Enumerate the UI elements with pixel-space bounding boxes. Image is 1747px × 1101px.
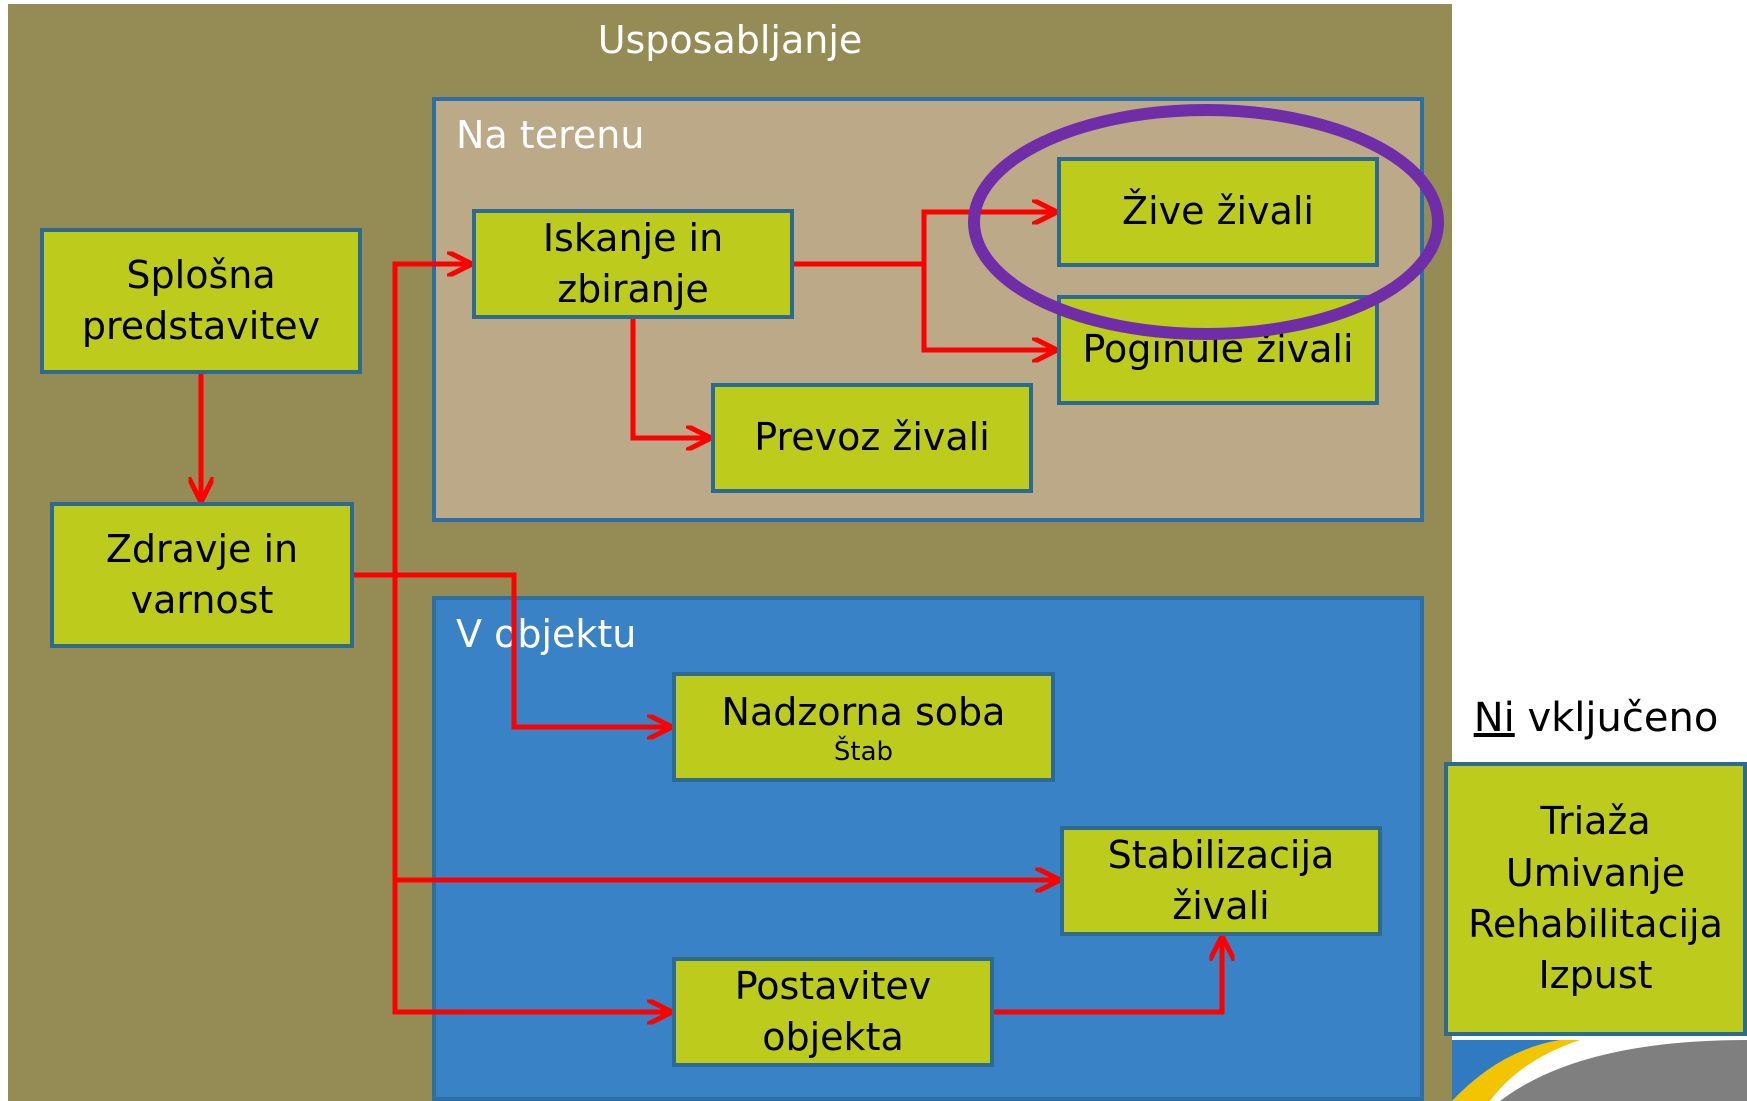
box-line: Iskanje in bbox=[542, 215, 724, 260]
search-collection-box: Iskanje in zbiranje bbox=[472, 209, 794, 319]
excluded-steps-box: Triaža Umivanje Rehabilitacija Izpust bbox=[1444, 762, 1747, 1036]
arrow-search-to-live bbox=[794, 212, 1053, 267]
field-panel-title: Na terenu bbox=[456, 113, 645, 157]
arrow-search-to-transport bbox=[630, 319, 707, 438]
box-line: Prevoz živali bbox=[754, 415, 990, 460]
corner-decoration-blue bbox=[1452, 1040, 1560, 1101]
box-line: predstavitev bbox=[81, 304, 321, 348]
facility-setup-box: Postavitev objekta bbox=[672, 957, 994, 1067]
box-line: varnost bbox=[130, 578, 274, 622]
arrow-health-to-setup bbox=[392, 880, 668, 1012]
live-animals-box: Žive živali bbox=[1057, 157, 1379, 267]
box-line: zbiranje bbox=[557, 267, 709, 311]
box-line: Splošna bbox=[126, 252, 276, 297]
control-room-box: Nadzorna soba Štab bbox=[672, 672, 1055, 782]
excluded-label-rest: vključeno bbox=[1514, 695, 1719, 741]
box-line: Postavitev bbox=[734, 963, 932, 1008]
box-line: Zdravje in bbox=[105, 526, 299, 571]
transport-animals-box: Prevoz živali bbox=[711, 383, 1033, 493]
arrow-health-to-stabilization bbox=[392, 575, 1056, 880]
box-line: Umivanje bbox=[1505, 850, 1686, 895]
box-line: objekta bbox=[762, 1015, 904, 1059]
facility-panel-title: V objektu bbox=[456, 612, 637, 656]
excluded-label: Ni vključeno bbox=[1446, 695, 1746, 741]
box-line: Žive živali bbox=[1122, 189, 1314, 234]
corner-decoration bbox=[1452, 1040, 1580, 1101]
box-line: Triaža bbox=[1540, 799, 1651, 844]
box-line: Rehabilitacija bbox=[1468, 902, 1723, 946]
box-line: živali bbox=[1172, 884, 1270, 928]
frame-title: Usposabljanje bbox=[597, 18, 863, 62]
arrow-health-to-control bbox=[354, 572, 668, 727]
box-subline: Štab bbox=[833, 737, 894, 768]
corner-decoration-grey bbox=[1500, 1040, 1747, 1101]
arrow-search-to-dead bbox=[921, 264, 1053, 350]
arrow-setup-to-stabilization bbox=[994, 940, 1222, 1015]
box-line: Nadzorna soba bbox=[721, 690, 1006, 735]
arrow-health-to-search bbox=[354, 264, 468, 578]
general-introduction-box: Splošna predstavitev bbox=[40, 228, 362, 374]
highlight-ellipse bbox=[968, 104, 1444, 340]
box-line: Izpust bbox=[1538, 953, 1653, 998]
stabilization-box: Stabilizacija živali bbox=[1060, 826, 1382, 936]
excluded-label-prefix: Ni bbox=[1473, 695, 1515, 741]
health-safety-box: Zdravje in varnost bbox=[50, 502, 354, 648]
box-line: Stabilizacija bbox=[1107, 832, 1335, 877]
